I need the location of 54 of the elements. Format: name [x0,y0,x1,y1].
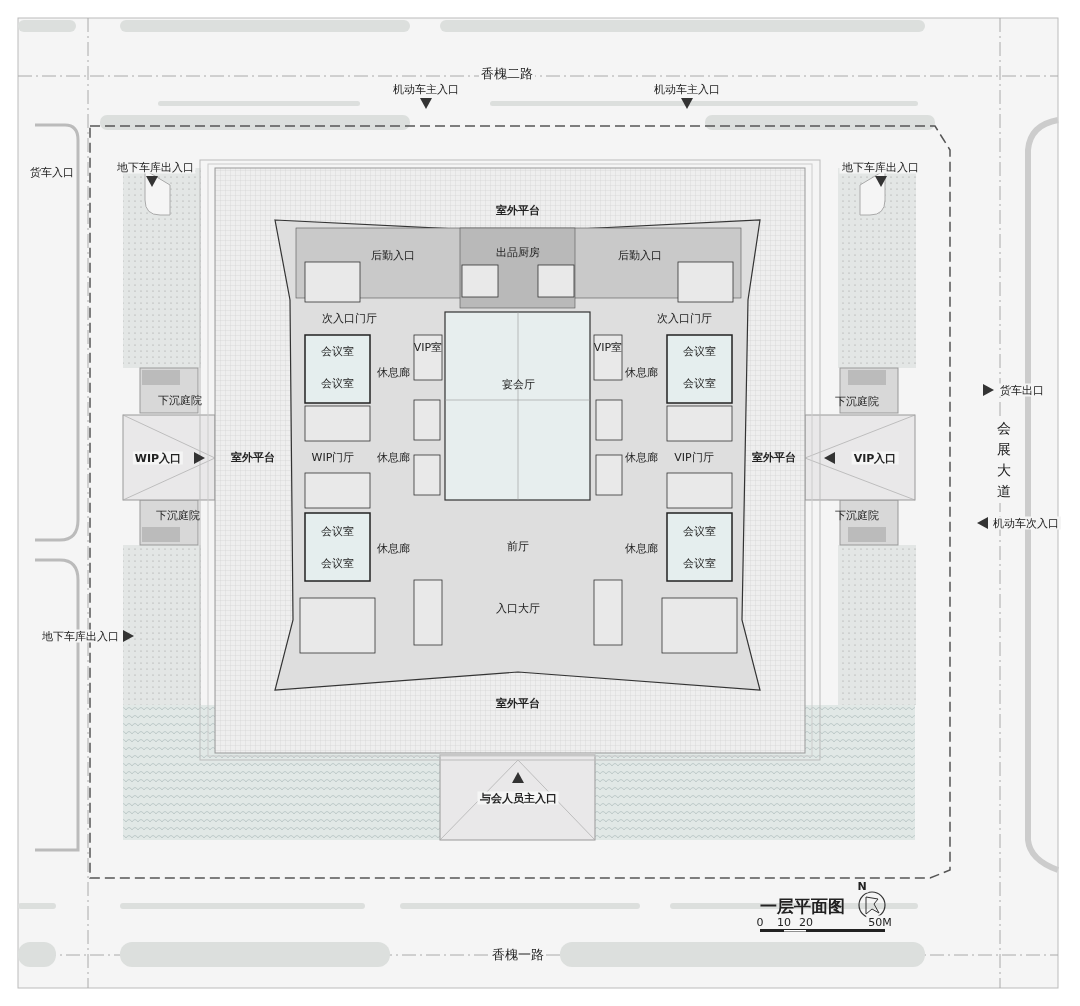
room-label: 宴会厅 [501,378,535,390]
scale-label: 20 [797,915,815,929]
road-label: 香槐一路 [490,946,546,962]
room-label: VIP门厅 [674,451,714,463]
room-label: 后勤入口 [371,249,415,261]
scale-label: 10 [775,915,793,929]
room-label: 前厅 [507,540,529,552]
room-label: 会议室 [320,525,354,537]
room-label: 出品厨房 [496,246,540,258]
room-label: 次入口门厅 [321,312,377,324]
room-label: 会议室 [682,525,716,537]
room-label: 室外平台 [752,451,796,463]
room-label: 休息廊 [376,366,410,378]
entrance-label: 机动车主入口 [391,82,461,96]
entrance-label: 与会人员主入口 [477,791,559,805]
entrance-label: 地下车库出入口 [114,160,196,174]
room-label: 下沉庭院 [835,509,879,521]
room-label: 休息廊 [624,542,658,554]
room-label: 会议室 [320,557,354,569]
road-label: 会展大道 [994,417,1014,503]
room-label: 室外平台 [496,204,540,216]
room-label: 下沉庭院 [835,395,879,407]
room-label: 休息廊 [376,451,410,463]
room-label: 休息廊 [624,366,658,378]
scale-label: 0 [754,915,766,929]
room-label: VIP室 [413,341,443,353]
room-label: 下沉庭院 [158,394,202,406]
road-label: 香槐二路 [479,65,535,81]
entrance-label: 地下车库出入口 [839,160,921,174]
room-label: 室外平台 [496,697,540,709]
room-label: 休息廊 [624,451,658,463]
room-label: 会议室 [682,557,716,569]
room-label: WIP门厅 [311,451,355,463]
entrance-label: WIP入口 [132,451,184,465]
room-label: 会议室 [320,345,354,357]
entrance-label: VIP入口 [851,451,899,465]
entrance-label: 货车出口 [998,383,1046,397]
north-label: N [855,879,869,893]
entrance-label: 地下车库出入口 [39,629,121,643]
entrance-label: 货车入口 [28,165,76,179]
room-label: 室外平台 [231,451,275,463]
room-label: 会议室 [320,377,354,389]
room-label: 入口大厅 [496,602,540,614]
room-label: 下沉庭院 [156,509,200,521]
room-label: 次入口门厅 [656,312,712,324]
room-label: VIP室 [593,341,623,353]
room-label: 后勤入口 [618,249,662,261]
entrance-label: 机动车次入口 [991,516,1061,530]
room-label: 会议室 [682,345,716,357]
room-label: 会议室 [682,377,716,389]
drawing-title: 一层平面图 [759,897,845,915]
room-label: 休息廊 [376,542,410,554]
scale-label: 50M [866,915,894,929]
entrance-label: 机动车主入口 [652,82,722,96]
